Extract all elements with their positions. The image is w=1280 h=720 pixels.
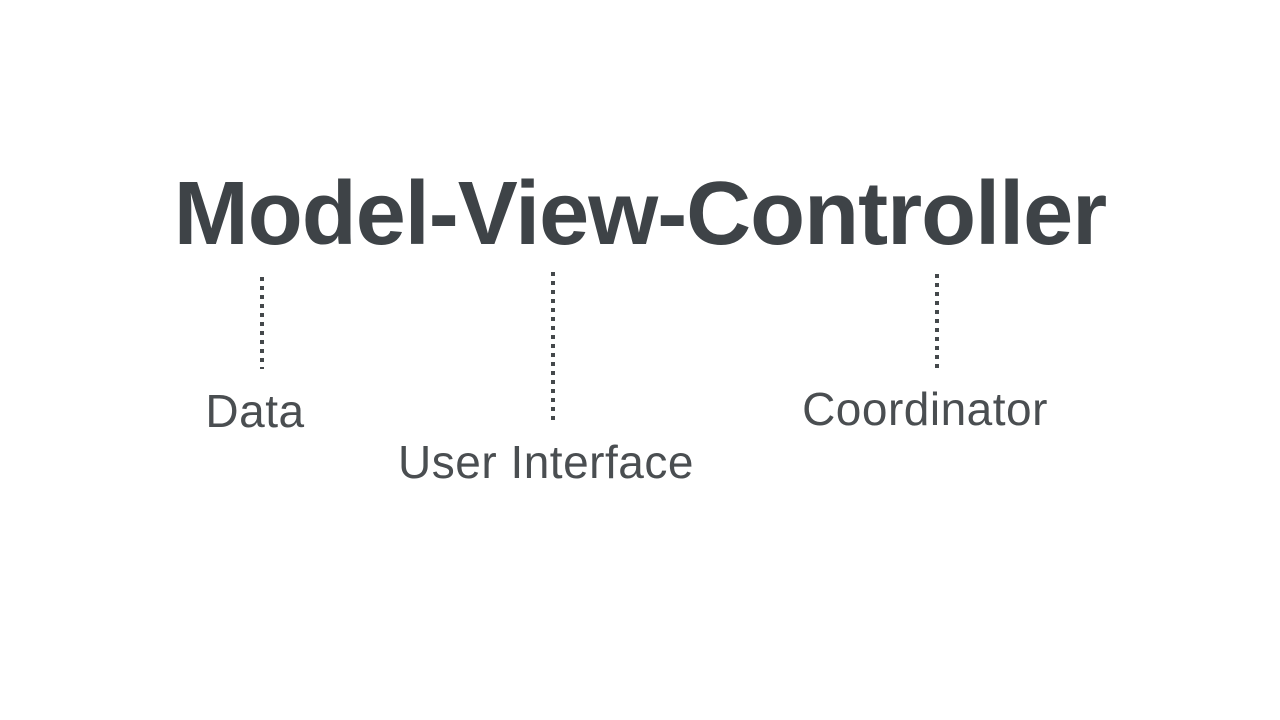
- dotted-connector-controller: [935, 274, 939, 371]
- label-view-user-interface: User Interface: [398, 436, 694, 488]
- label-controller-coordinator: Coordinator: [802, 383, 1048, 435]
- page-title: Model-View-Controller: [173, 164, 1107, 264]
- dotted-connector-model: [260, 277, 264, 369]
- dotted-connector-view: [551, 272, 555, 420]
- label-model-data: Data: [205, 385, 305, 437]
